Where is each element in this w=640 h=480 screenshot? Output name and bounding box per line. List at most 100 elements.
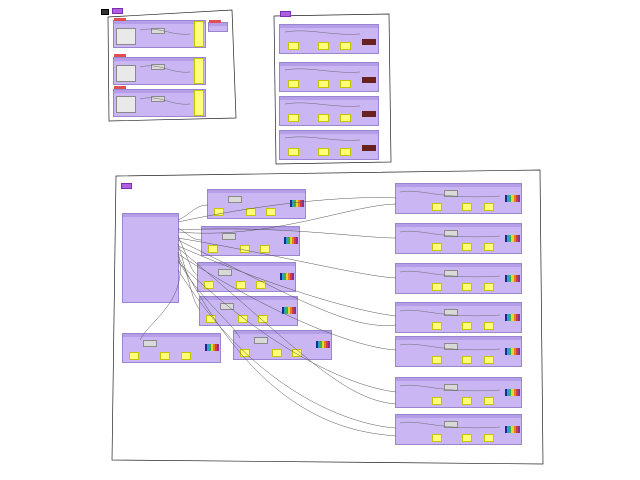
output-panel[interactable] [240,349,250,357]
output-panel[interactable] [432,434,442,442]
component-node[interactable] [228,196,242,203]
output-panel[interactable] [484,283,494,291]
preview-component[interactable] [116,28,136,45]
output-panel[interactable] [484,203,494,211]
output-panel[interactable] [318,148,329,156]
component-node[interactable] [444,190,458,197]
color-gradient-icon [282,307,296,314]
output-panel[interactable] [318,80,329,88]
output-panel[interactable] [340,42,351,50]
output-panel[interactable] [318,42,329,50]
color-gradient-icon [316,341,330,348]
output-panel[interactable] [272,349,282,357]
output-panel[interactable] [258,315,268,323]
output-panel[interactable] [236,281,246,289]
component-node[interactable] [444,309,458,316]
device-icon[interactable] [101,9,109,15]
output-panel[interactable] [462,356,472,364]
output-panel[interactable] [246,208,256,216]
group-d4[interactable] [395,302,522,333]
color-gradient-icon [505,314,520,321]
output-panel[interactable] [260,245,270,253]
output-panel[interactable] [206,315,216,323]
output-panel[interactable] [462,397,472,405]
output-panel[interactable] [340,148,351,156]
output-panel[interactable] [318,114,329,122]
color-gradient-icon [505,235,520,242]
output-panel[interactable] [208,245,218,253]
output-panel[interactable] [288,148,299,156]
output-panel[interactable] [484,243,494,251]
component-node[interactable] [151,28,165,34]
output-panel[interactable] [181,352,191,360]
component-node[interactable] [143,340,157,347]
component-node[interactable] [444,421,458,428]
group-d5[interactable] [395,336,522,367]
component-node[interactable] [222,233,236,240]
output-panel[interactable] [266,208,276,216]
group-a-side[interactable] [208,22,228,32]
component-node[interactable] [151,64,165,70]
preview-component[interactable] [116,65,136,82]
output-panel[interactable] [340,114,351,122]
component-node[interactable] [151,96,165,102]
group-tag-icon[interactable] [280,11,291,17]
output-panel[interactable] [194,21,204,47]
group-d2[interactable] [395,223,522,254]
group-label-a1 [114,18,126,21]
output-panel[interactable] [462,243,472,251]
output-panel[interactable] [288,42,299,50]
output-panel[interactable] [194,58,204,84]
output-panel[interactable] [129,352,139,360]
output-panel[interactable] [204,281,214,289]
color-gradient-icon [362,111,376,117]
output-panel[interactable] [238,315,248,323]
color-gradient-icon [505,195,520,202]
component-node[interactable] [254,337,268,344]
group-tag-icon[interactable] [121,183,132,189]
output-panel[interactable] [214,208,224,216]
output-panel[interactable] [432,356,442,364]
color-gradient-icon [280,273,294,280]
color-gradient-icon [284,237,298,244]
output-panel[interactable] [432,322,442,330]
component-node[interactable] [444,384,458,391]
output-panel[interactable] [432,397,442,405]
output-panel[interactable] [292,349,302,357]
component-node[interactable] [220,303,234,310]
output-panel[interactable] [194,90,204,116]
output-panel[interactable] [462,434,472,442]
group-d6[interactable] [395,377,522,408]
component-node[interactable] [218,269,232,276]
output-panel[interactable] [462,203,472,211]
output-panel[interactable] [484,434,494,442]
output-panel[interactable] [256,281,266,289]
output-panel[interactable] [432,283,442,291]
component-node[interactable] [444,343,458,350]
preview-component[interactable] [116,96,136,113]
group-main-inputs[interactable] [122,213,179,303]
output-panel[interactable] [288,114,299,122]
group-tag-icon[interactable] [112,8,123,14]
output-panel[interactable] [432,243,442,251]
output-panel[interactable] [484,397,494,405]
output-panel[interactable] [288,80,299,88]
group-d3[interactable] [395,263,522,294]
output-panel[interactable] [160,352,170,360]
group-label-a2 [114,54,126,57]
output-panel[interactable] [484,322,494,330]
group-d1[interactable] [395,183,522,214]
group-label-a3 [114,86,126,89]
output-panel[interactable] [340,80,351,88]
output-panel[interactable] [462,322,472,330]
color-gradient-icon [362,77,376,83]
component-node[interactable] [444,270,458,277]
output-panel[interactable] [240,245,250,253]
output-panel[interactable] [432,203,442,211]
component-node[interactable] [444,230,458,237]
output-panel[interactable] [462,283,472,291]
group-label-a-side [209,20,221,23]
group-d7[interactable] [395,414,522,445]
output-panel[interactable] [484,356,494,364]
